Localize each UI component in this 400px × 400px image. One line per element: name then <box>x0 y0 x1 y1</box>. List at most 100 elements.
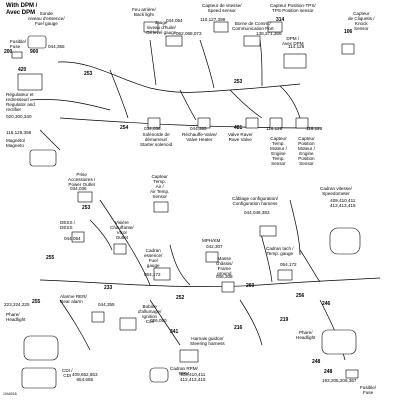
upper-harness-branch <box>109 69 129 119</box>
lower-harness-branch-7 <box>239 299 263 346</box>
regulator-body <box>17 73 43 91</box>
part-116126358: 116,126,358 <box>6 130 32 135</box>
part-255-a: 255 <box>46 255 55 261</box>
dess-body <box>71 231 85 243</box>
part-341: 341 <box>170 329 179 335</box>
label-headlight-left: Phare/ Headlight <box>6 312 26 322</box>
upper-harness-branch-5 <box>149 39 157 86</box>
part-256: 256 <box>296 293 305 299</box>
label-tach-temp: Cadran tach / Temp. gauge <box>266 246 294 256</box>
part-110127399: 110,127,399 <box>200 17 226 22</box>
label-power-outlet: Prise Accessoires / Power Outlet <box>68 172 96 187</box>
headlight-right-body <box>321 329 357 355</box>
fuel-dial-body <box>153 267 171 281</box>
fuel-sender-body <box>27 35 47 49</box>
label-cdi: CDI / CDI <box>62 368 73 378</box>
part-253-a: 253 <box>84 71 93 77</box>
lower-harness-branch-5 <box>59 299 91 351</box>
part-314: 314 <box>276 17 285 23</box>
part-409652: 409,652,653 654,655 <box>72 372 98 382</box>
part-034036-b: 034,036 <box>70 186 87 191</box>
mph-body <box>205 251 219 263</box>
lower-harness-branch-1 <box>99 199 151 286</box>
label-speed-sensor: Capteur de vitesse/ Speed sensor <box>202 3 242 13</box>
part-042307: 042,307 <box>206 244 223 249</box>
lower-harness-branch-9 <box>89 219 113 251</box>
label-frame-ground: Masse châssis/ Frame ground <box>216 256 233 276</box>
part-054172-a: 054,172 <box>280 262 297 267</box>
part-223224225: 223,224,225 <box>4 302 30 307</box>
frame-ground-body <box>221 281 235 293</box>
part-044355-b: 044,355 <box>190 126 207 131</box>
label-engine-temp: Capteur Temp. Moteur / Engine Temp. Sens… <box>270 136 287 166</box>
label-fuel-sender: Sonde niveau d'essence/ Fuel gauge <box>28 11 65 26</box>
part-200: 200 <box>4 49 13 55</box>
label-steering-harness: Harnais guidon/ Steering harness <box>190 336 225 346</box>
fuse-bottom-body <box>345 369 359 379</box>
power-outlet-body <box>77 191 93 203</box>
starter-solenoid-body <box>147 117 161 129</box>
label-regulator: Régulateur et redresseur/ Regulator and … <box>6 92 35 112</box>
part-254: 254 <box>120 125 129 131</box>
lower-harness-branch-2 <box>169 244 191 286</box>
label-knock: Capteur de Cliquetis / Knock Sensor <box>348 11 375 31</box>
part-900: 900 <box>30 49 39 55</box>
rer-alarm-body <box>91 311 105 323</box>
part-246: 246 <box>322 301 331 307</box>
oil-gauge-body <box>165 35 183 47</box>
label-ignition-coil: Bobine d'allumage/ Ignition Coil <box>138 304 162 324</box>
part-253-c: 253 <box>82 205 91 211</box>
upper-harness-branch-2 <box>179 89 197 121</box>
part-219: 219 <box>280 317 289 323</box>
part-026050: 026,050 <box>150 318 167 323</box>
label-valve-heater: Réchauffe-Valve/ Valve Heater <box>182 132 217 142</box>
part-116128-b: 116,128 <box>306 126 323 131</box>
backlight-body <box>143 21 159 33</box>
lower-harness-branch-4 <box>299 249 321 283</box>
speed-sensor-body <box>213 21 229 33</box>
part-216: 216 <box>234 325 243 331</box>
engine-temp-body <box>269 117 283 129</box>
steering-harness-body <box>179 349 199 363</box>
tach-temp-body <box>277 269 293 281</box>
config-harness-body <box>259 225 277 237</box>
part-034036: 034,036 <box>144 126 161 131</box>
label-tps: Capteur Position-TPS/ TPS Position senso… <box>270 3 316 13</box>
label-fuse-bottom: Fusible/ Fuse <box>360 385 377 395</box>
part-233: 233 <box>104 285 113 291</box>
part-253-b: 253 <box>234 79 243 85</box>
part-062068073: 062,068,073 <box>176 31 202 36</box>
part-138371366: 138,371,366 <box>256 31 282 36</box>
headlight-left-body <box>23 335 59 361</box>
part-044054-b: 044,054 <box>64 236 81 241</box>
speedometer-body <box>329 227 361 255</box>
part-255-b: 255 <box>32 299 41 305</box>
magneto-lead <box>39 129 61 151</box>
upper-harness-branch-7 <box>259 39 263 87</box>
label-backlight: Feu arrière/ Back light <box>132 7 156 17</box>
lower-harness-branch-10 <box>289 199 301 256</box>
label-engine-position: Capteur Position Moteur / Engine Positio… <box>298 136 315 166</box>
air-temp-body <box>153 201 169 213</box>
part-044355-a: 044,355 <box>48 44 65 49</box>
lower-harness-branch-6 <box>149 299 181 346</box>
part-044046383: 044,046,383 <box>244 210 270 215</box>
upper-harness-trunk <box>57 61 301 93</box>
label-fuel-dial: Cadran essence/ Fuel gauge <box>144 248 163 268</box>
label-dpm: DPM / Avec DPM <box>282 36 304 46</box>
part-481: 481 <box>234 125 243 131</box>
cdi-body <box>21 367 57 389</box>
upper-harness-branch-4 <box>279 85 301 119</box>
label-headlight-right: Phare/ Headlight <box>296 330 316 340</box>
part-248-b: 248 <box>324 369 333 375</box>
lower-harness-branch-3 <box>259 229 273 283</box>
part-044355-c: 044,355 <box>98 302 115 307</box>
part-020300340: 020,300,340 <box>6 114 32 119</box>
part-248-a: 248 <box>312 359 321 365</box>
part-252: 252 <box>176 295 185 301</box>
valve-heater-body <box>197 117 211 129</box>
visor-body <box>113 243 127 255</box>
footer-code: 10h0018 <box>3 392 17 396</box>
label-visor: Visière Chauffante/ Visor Outlet <box>110 220 134 240</box>
